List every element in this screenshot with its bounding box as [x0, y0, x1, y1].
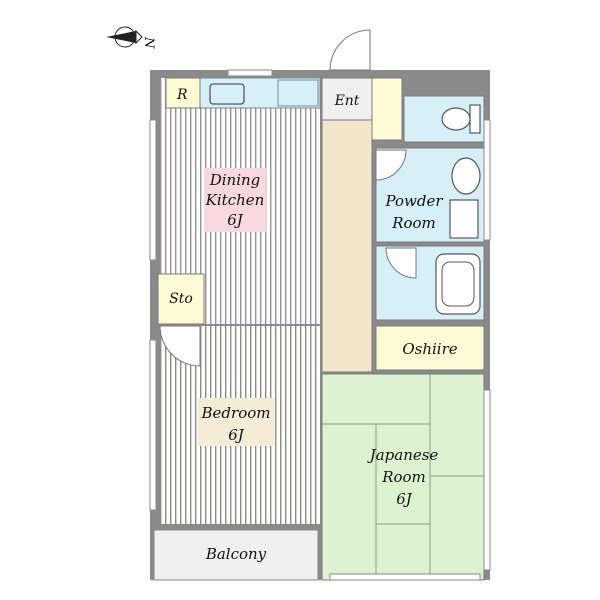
dining-kitchen-size: 6J: [227, 211, 244, 229]
refrigerator-space: [165, 77, 201, 109]
bathroom-door-swing: [385, 247, 417, 279]
windows: [149, 69, 491, 581]
compass-label: N: [141, 36, 156, 49]
bedroom-label: Bedroom: [201, 404, 271, 422]
sink-icon: [209, 83, 245, 105]
bedroom-tag: [198, 398, 274, 446]
shoe-cabinet: [371, 77, 403, 141]
dining-kitchen-label-2: Kitchen: [205, 191, 265, 209]
japanese-room-label-2: Room: [381, 468, 426, 486]
tatami-lines: [322, 374, 484, 580]
washbasin-icon: [451, 157, 481, 195]
dining-kitchen-tag: [204, 168, 266, 232]
powder-room-door-swing: [375, 149, 407, 181]
balcony: [153, 529, 319, 581]
japanese-room-label-1: Japanese: [367, 446, 439, 464]
hallway: [321, 119, 373, 373]
oshiire-closet: [375, 325, 485, 371]
balcony-label: Balcony: [205, 545, 267, 563]
powder-room-label-2: Room: [391, 214, 436, 232]
toilet-icon: [441, 104, 481, 134]
entrance-label: Ent: [334, 93, 360, 109]
oshiire-label: Oshiire: [402, 340, 457, 358]
japanese-room-size: 6J: [396, 490, 413, 508]
bedroom-size: 6J: [228, 426, 245, 444]
powder-room-label-1: Powder: [384, 192, 443, 210]
refrigerator-label: R: [176, 87, 188, 103]
storage-closet: [157, 273, 205, 325]
entrance-area: [321, 77, 373, 121]
bathtub-icon: [435, 253, 481, 315]
washing-machine-space: [449, 199, 479, 239]
storage-label: Sto: [169, 291, 193, 307]
entrance-door-swing: [329, 29, 371, 71]
bathtub-inner: [441, 261, 475, 307]
north-arrow-icon: [106, 26, 143, 48]
stove-icon: [277, 79, 319, 107]
bedroom-door-swing: [159, 325, 201, 367]
dining-kitchen-label-1: Dining: [209, 171, 261, 189]
japanese-room-floor: [321, 373, 485, 581]
